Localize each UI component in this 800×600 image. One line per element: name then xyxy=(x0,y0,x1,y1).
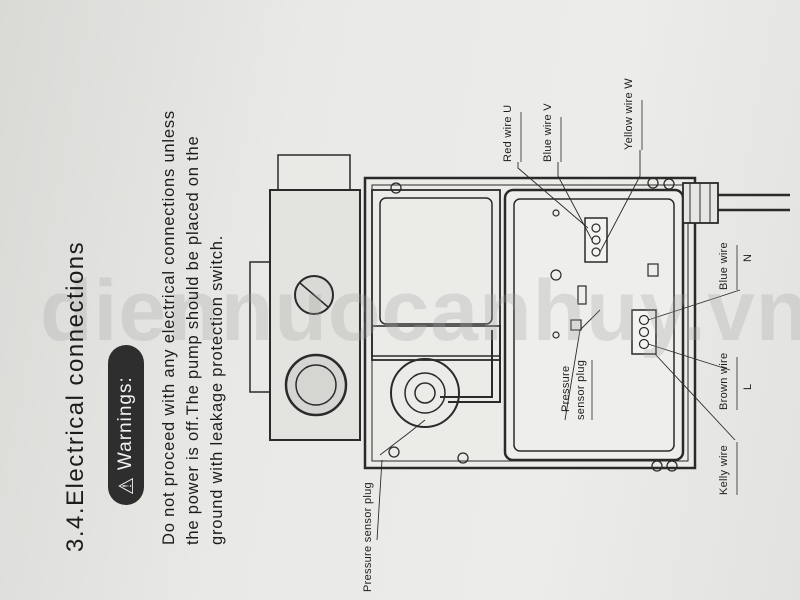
label-n: N xyxy=(742,253,754,262)
warning-text-line: Do not proceed with any electrical conne… xyxy=(160,110,178,545)
watermark-text: diennuocanhuy.vn xyxy=(40,263,800,359)
label-pressure-plug-inner: Pressure xyxy=(560,365,572,412)
label-blue-wire-v: Blue wire V xyxy=(542,103,554,162)
label-pressure-plug-inner: sensor plug xyxy=(575,359,587,420)
label-yellow-wire: Yellow wire W xyxy=(623,78,635,150)
pump-flange xyxy=(249,261,271,393)
warning-badge: ⚠ Warnings: xyxy=(108,345,144,505)
uvw-terminal-block xyxy=(584,217,608,263)
warning-badge-label: Warnings: xyxy=(115,376,136,471)
ln-terminal-block xyxy=(631,309,657,355)
terminal-box xyxy=(503,188,685,462)
pressure-sensor xyxy=(390,358,460,428)
warning-text-line: ground with leakage protection switch. xyxy=(208,234,226,545)
warning-text-line: the power is off.The pump should be plac… xyxy=(184,135,202,545)
label-l: L xyxy=(742,383,754,390)
label-blue-wire-n: Blue wire xyxy=(718,242,730,290)
label-red-wire: Red wire U xyxy=(502,104,514,162)
warning-triangle-icon: ⚠ xyxy=(115,476,138,495)
label-pressure-plug-outer: Pressure sensor plug xyxy=(362,482,374,592)
pump-inlet xyxy=(284,353,348,417)
label-brown-wire: Brown wire xyxy=(718,352,730,410)
label-kelly-wire: Kelly wire xyxy=(718,444,730,495)
section-heading: 3.4.Electrical connections xyxy=(62,240,89,552)
